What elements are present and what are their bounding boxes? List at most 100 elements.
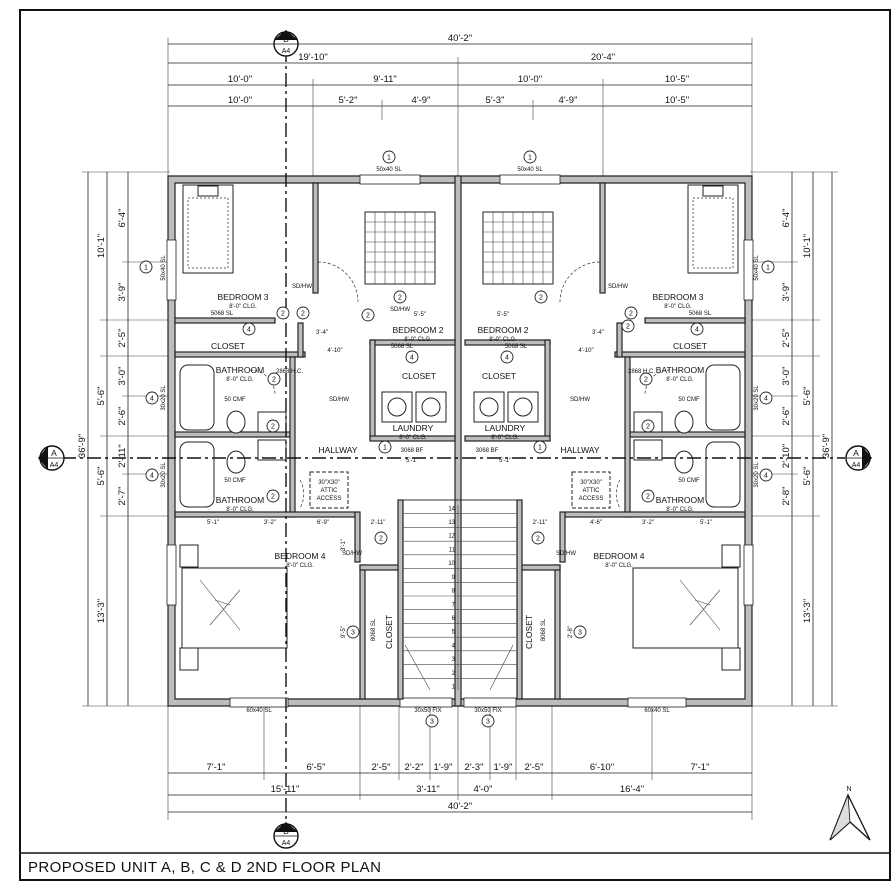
- ceiling-note: 8'-0" CLG.: [399, 435, 427, 441]
- keynote-tag-number: 1: [144, 265, 148, 272]
- door-callout: 2868 H.C.: [276, 369, 303, 375]
- stair-step-number: 2: [452, 671, 456, 677]
- stair-step-number: 10: [448, 561, 455, 567]
- toilet-icon: [674, 410, 694, 434]
- window-callout: 50x40 SL: [161, 255, 167, 281]
- keynote-tag-circle: [639, 372, 653, 386]
- room-label-closet: CLOSET: [384, 615, 394, 649]
- keynote-tag-circle: [761, 260, 775, 274]
- dim-top-row4-5: 10'-5": [665, 95, 689, 106]
- bed-icon: [687, 184, 739, 274]
- stair-step-number: 8: [452, 589, 456, 595]
- dim-bot-row2-1: 3'-11": [416, 784, 440, 795]
- window-callout: 30x20 SL: [161, 385, 167, 411]
- keynote-tag-number: 3: [351, 630, 355, 637]
- keynote-tag-circle: [382, 150, 396, 164]
- fan-callout: 50 CMF: [678, 478, 700, 484]
- window-callout: 50x40 SL: [376, 167, 402, 173]
- section-marker-bottom: B A4: [273, 822, 299, 849]
- dim-bot-row1-6: 1'-9": [494, 762, 513, 773]
- dim-right-row2-2: 5'-6": [802, 467, 813, 486]
- room-label-hallway: HALLWAY: [318, 445, 357, 455]
- dim-left-row3-4: 2'-6": [117, 407, 128, 426]
- keynote-tag-circle: [690, 322, 704, 336]
- keynote-tag-number: 1: [387, 155, 391, 162]
- keynote-tag-number: 1: [528, 155, 532, 162]
- stair-step-number: 12: [448, 534, 455, 540]
- room-label-bathroom: BATHROOM: [216, 495, 264, 505]
- ceiling-note: 8'-0" CLG.: [666, 377, 694, 383]
- misc-dim: 3'-1": [341, 539, 347, 551]
- misc-dim: 5'-1": [207, 520, 219, 526]
- dim-left-row2-0: 10'-1": [96, 234, 107, 258]
- dim-right-row2-1: 5'-6": [802, 387, 813, 406]
- misc-dim: 9'-5": [341, 626, 347, 638]
- dim-top-row3-3: 10'-5": [665, 74, 689, 85]
- keynote-tag-number: 1: [766, 265, 770, 272]
- washer-icon: [473, 391, 505, 423]
- keynote-tag-circle: [405, 350, 419, 364]
- interior-walls: [174, 182, 746, 700]
- keynote-tag-circle: [346, 625, 360, 639]
- exterior-walls: [166, 174, 754, 708]
- keynote-tag-number: 2: [629, 311, 633, 318]
- stair-step-number: 6: [452, 616, 456, 622]
- keynote-tag-circle: [266, 419, 280, 433]
- misc-dim: 3'-2": [264, 520, 276, 526]
- ceiling-note: 8'-0" CLG.: [605, 563, 633, 569]
- bathtub-icon: [705, 364, 741, 431]
- keynote-tag-number: 4: [764, 473, 768, 480]
- keynote-tag-number: 4: [150, 473, 154, 480]
- bed-icon: [482, 211, 554, 285]
- dim-right-row3-4: 2'-6": [781, 407, 792, 426]
- fan-callout: 50 CMF: [224, 397, 246, 403]
- ceiling-note: 8'-0" CLG.: [226, 507, 254, 513]
- misc-dim: 2'-11": [533, 520, 548, 526]
- keynote-tag-number: 2: [271, 494, 275, 501]
- window-callout: 60x40 SL: [246, 708, 272, 714]
- dim-top-row4-2: 4'-9": [412, 95, 431, 106]
- dim-bot-overall: 40'-2": [448, 801, 472, 812]
- keynote-tag-number: 2: [366, 313, 370, 320]
- dim-bot-row2-2: 4'-0": [474, 784, 493, 795]
- keynote-tag-circle: [500, 350, 514, 364]
- toilet-icon: [674, 450, 694, 474]
- room-label-closet: CLOSET: [524, 615, 534, 649]
- misc-dim: 5'-1": [406, 458, 418, 464]
- dim-bot-row1-2: 2'-5": [372, 762, 391, 773]
- toilet-icon: [226, 410, 246, 434]
- keynote-tag-number: 4: [764, 396, 768, 403]
- dim-top-row3-2: 10'-0": [518, 74, 542, 85]
- dim-left-row2-3: 13'-3": [96, 599, 107, 623]
- keynote-tag-circle: [624, 306, 638, 320]
- stair-step-number: 1: [452, 685, 456, 691]
- window-callout: 30x50 FIX: [414, 708, 441, 714]
- smoke-detector-callout: SD/HW: [329, 397, 349, 403]
- misc-dim: 2'-11": [371, 520, 386, 526]
- door-callout: 5068 SL: [391, 344, 414, 350]
- keynote-tag-circle: [378, 440, 392, 454]
- dim-left-row3-6: 2'-7": [117, 487, 128, 506]
- keynote-tag-circle: [534, 290, 548, 304]
- smoke-detector-callout: SD/HW: [292, 284, 312, 290]
- door-callout: 5068 SL: [505, 344, 528, 350]
- toilet-icon: [226, 450, 246, 474]
- sheet-title: PROPOSED UNIT A, B, C & D 2ND FLOOR PLAN: [28, 859, 381, 876]
- misc-dim: 4'-10": [327, 348, 342, 354]
- dim-top-overall: 40'-2": [448, 33, 472, 44]
- ceiling-note: 8'-0" CLG.: [491, 435, 519, 441]
- attic-note: ACCESS: [317, 496, 342, 502]
- section-letter-right: A: [853, 448, 859, 458]
- bathtub-icon: [179, 364, 215, 431]
- room-label-closet: CLOSET: [673, 341, 707, 351]
- dim-left-row3-0: 6'-4": [117, 209, 128, 228]
- door-callout: 3068 BF: [476, 448, 499, 454]
- north-arrow: N: [829, 786, 871, 841]
- dim-top-row2-0: 19'-10": [298, 52, 327, 63]
- keynote-tag-circle: [145, 391, 159, 405]
- window-callout: 50x40 SL: [517, 167, 543, 173]
